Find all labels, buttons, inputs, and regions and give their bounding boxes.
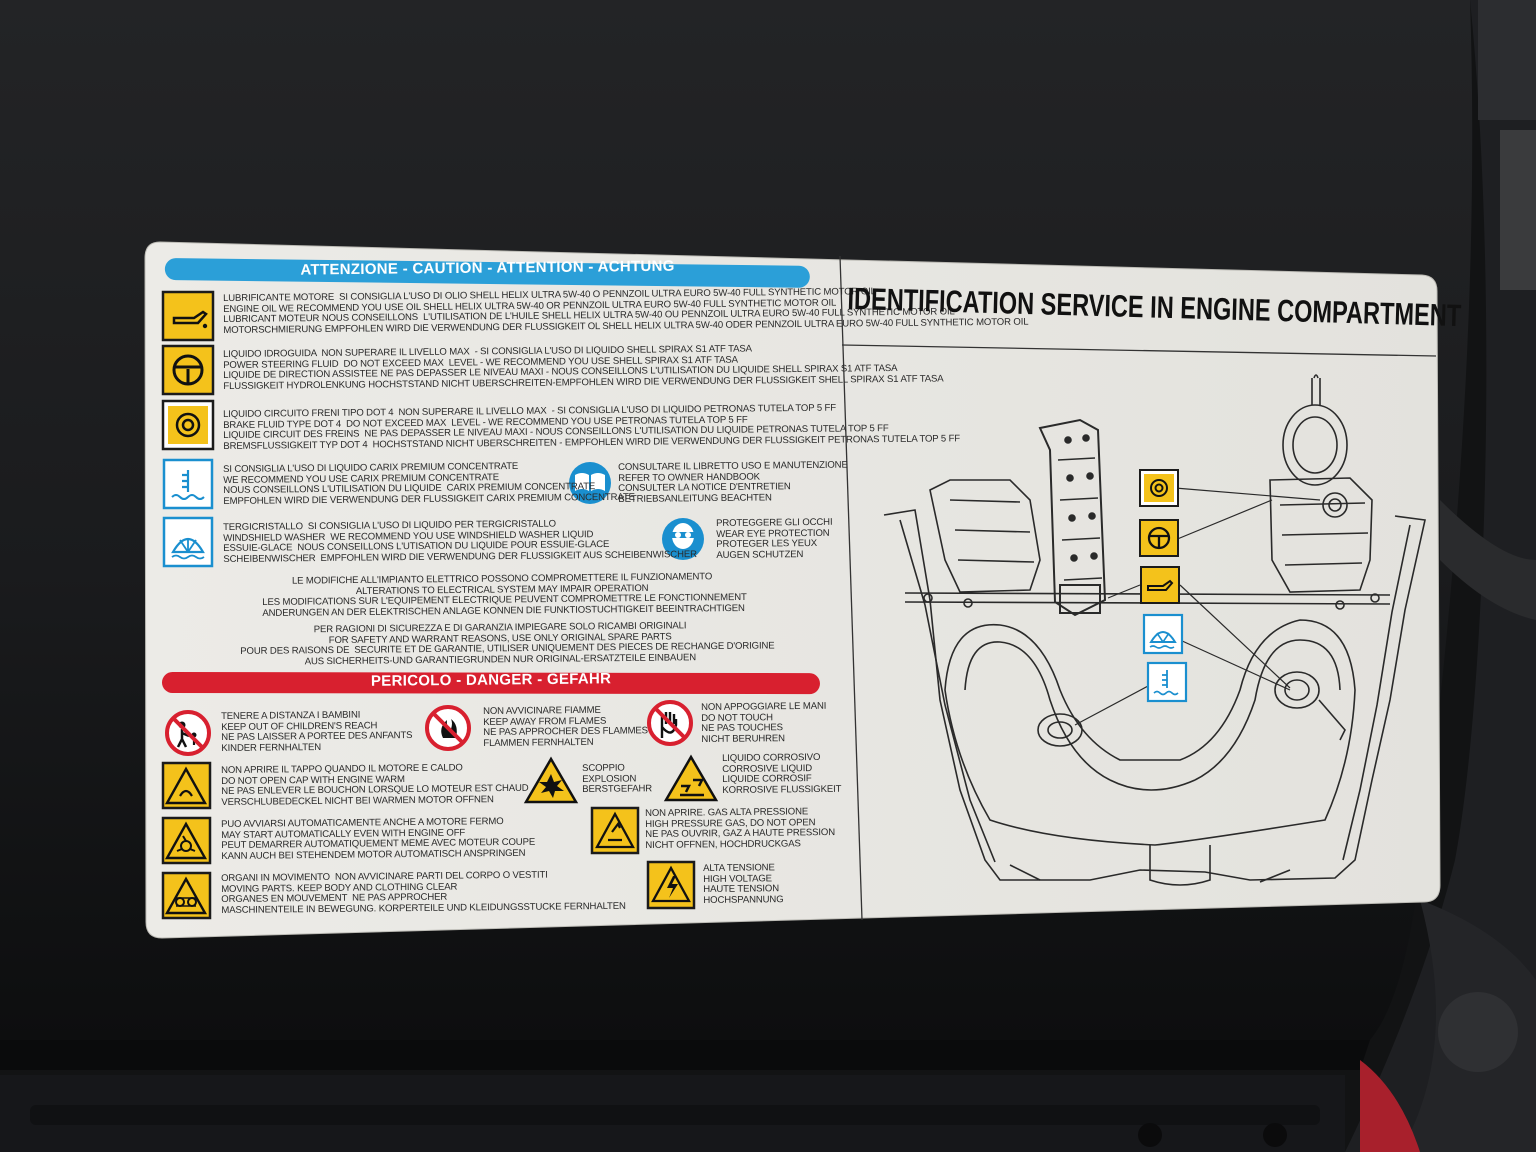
electrical-note: LE MODIFICHE ALL'IMPIANTO ELETTRICO POSS…	[262, 571, 747, 619]
spare-parts-note: PER RAGIONI DI SICUREZZA E DI GARANZIA I…	[240, 620, 775, 668]
washer-fluid-icon	[162, 516, 214, 568]
owner-handbook-icon	[569, 462, 611, 504]
explosion-warning-icon	[523, 756, 579, 804]
high-pressure-warning-icon	[590, 806, 640, 855]
steering-fluid-icon	[161, 344, 215, 396]
washer-fluid-text: TERGICRISTALLO SI CONSIGLIA L'USO DI LIQ…	[222, 518, 697, 565]
engine-compartment-diagram	[883, 374, 1426, 886]
brake-fluid-icon	[161, 399, 215, 451]
eye-protection-icon	[662, 518, 704, 560]
keep-children-away-icon	[165, 710, 211, 756]
diagram-coolant-icon	[1146, 661, 1188, 703]
do-not-touch-text: NON APPOGGIARE LE MANI DO NOT TOUCH NE P…	[700, 700, 827, 745]
high-voltage-warning-icon	[646, 860, 696, 910]
service-label-sticker	[144, 241, 1441, 939]
do-not-touch-icon	[647, 700, 693, 746]
high-voltage-warning-text: ALTA TENSIONE HIGH VOLTAGE HAUTE TENSION…	[702, 862, 784, 906]
diagram-steering-fluid-icon	[1139, 519, 1179, 557]
handbook-note: CONSULTARE IL LIBRETTO USO E MANUTENZION…	[617, 459, 848, 505]
corrosive-warning-icon	[663, 754, 719, 802]
no-flames-icon	[425, 705, 471, 751]
moving-parts-warning-text: ORGANI IN MOVIMENTO NON AVVICINARE PARTI…	[220, 869, 626, 916]
high-pressure-warning-text: NON APRIRE. GAS ALTA PRESSIONE HIGH PRES…	[644, 806, 836, 851]
coolant-icon	[162, 458, 214, 510]
diagram-engine-oil-icon	[1140, 566, 1180, 604]
hot-cap-warning-text: NON APRIRE IL TAPPO QUANDO IL MOTORE E C…	[220, 762, 529, 808]
hot-cap-warning-icon	[161, 761, 212, 810]
flames-warning-text: NON AVVICINARE FIAMME KEEP AWAY FROM FLA…	[482, 704, 648, 749]
brake-fluid-text: LIQUIDO CIRCUITO FRENI TIPO DOT 4 NON SU…	[222, 402, 961, 452]
moving-parts-warning-icon	[161, 871, 212, 920]
coolant-text: SI CONSIGLIA L'USO DI LIQUIDO CARIX PREM…	[222, 460, 635, 507]
diagram-washer-fluid-icon	[1142, 613, 1184, 655]
corrosive-warning-text: LIQUIDO CORROSIVO CORROSIVE LIQUID LIQUI…	[721, 751, 842, 796]
children-warning-text: TENERE A DISTANZA I BAMBINI KEEP OUT OF …	[220, 709, 413, 754]
auto-start-warning-text: PUO AVVIARSI AUTOMATICAMENTE ANCHE A MOT…	[220, 816, 536, 862]
caution-bar-background	[164, 258, 810, 288]
explosion-warning-text: SCOPPIO EXPLOSION BERSTGEFAHR	[581, 762, 653, 796]
diagram-brake-fluid-icon	[1139, 469, 1179, 507]
danger-bar-background	[161, 672, 820, 695]
auto-start-warning-icon	[161, 816, 212, 865]
eye-protection-note: PROTEGGERE GLI OCCHI WEAR EYE PROTECTION…	[715, 516, 833, 561]
steering-fluid-text: LIQUIDO IDROGUIDA NON SUPERARE IL LIVELL…	[222, 343, 944, 392]
engine-oil-icon	[161, 290, 215, 342]
